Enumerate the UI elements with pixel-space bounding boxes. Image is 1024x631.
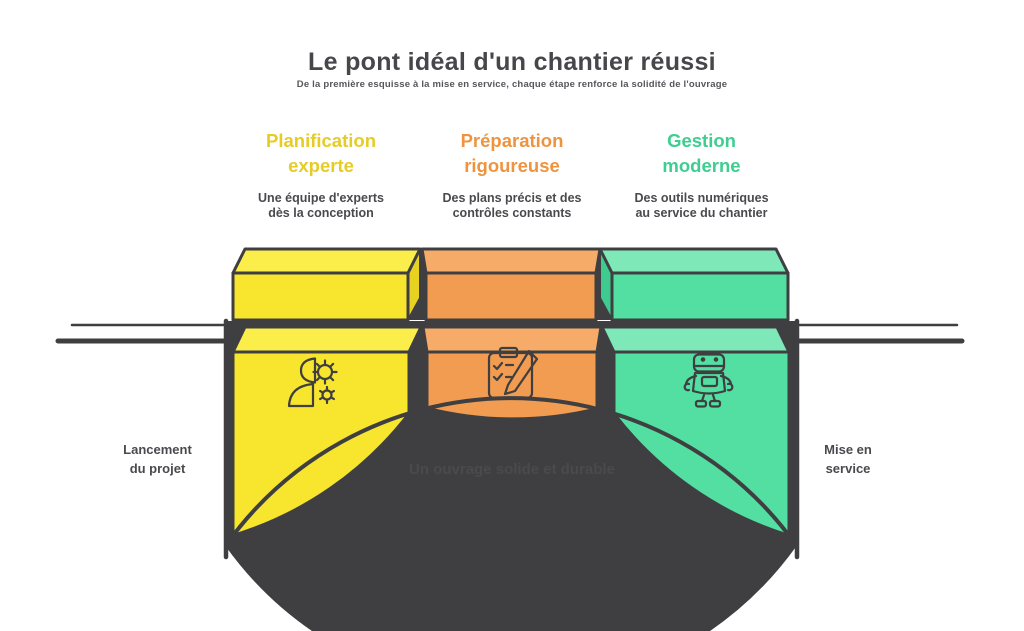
column-heading-line: experte xyxy=(288,155,354,176)
column-desc-line: Une équipe d'experts xyxy=(258,191,384,205)
orange-block-upper-top xyxy=(420,247,602,275)
column-management: Gestion moderne Des outils numériques au… xyxy=(604,128,799,220)
column-planning: Planification experte Une équipe d'exper… xyxy=(223,128,419,220)
clipboard-pencil-icon xyxy=(487,346,539,400)
column-heading-line: Gestion xyxy=(667,130,736,151)
column-desc-line: dès la conception xyxy=(268,205,374,220)
spacer xyxy=(604,178,799,191)
column-desc-line: Des outils numériques xyxy=(634,191,769,205)
orange-block-lower-front xyxy=(425,350,599,421)
yellow-block-upper-top xyxy=(231,247,422,275)
page-title: Le pont idéal d'un chantier réussi xyxy=(308,48,716,76)
spacer xyxy=(223,178,419,191)
green-block-upper-top xyxy=(598,247,790,275)
yellow-block-upper-front xyxy=(231,271,410,322)
spacer xyxy=(417,178,607,191)
column-desc-line: au service du chantier xyxy=(635,205,768,220)
green-block-lower-top xyxy=(600,325,791,354)
right-bank-label: Mise en service xyxy=(788,441,908,478)
left-bank-label-line: Lancement xyxy=(123,442,192,457)
column-heading-line: Planification xyxy=(266,130,376,151)
column-heading-line: rigoureuse xyxy=(464,155,560,176)
person-gears-icon xyxy=(287,357,338,408)
column-desc-line: contrôles constants xyxy=(452,205,572,220)
yellow-block-lower-top xyxy=(231,325,423,354)
left-bank-label: Lancement du projet xyxy=(95,441,220,478)
column-preparation: Préparation rigoureuse Des plans précis … xyxy=(417,128,607,220)
arch-caption: Un ouvrage solide et durable xyxy=(409,461,615,478)
bridge-piers xyxy=(223,318,800,560)
robot-icon xyxy=(683,353,734,408)
page-subtitle: De la première esquisse à la mise en ser… xyxy=(296,79,728,90)
left-bank-label-line: du projet xyxy=(129,460,186,476)
column-heading-line: Préparation xyxy=(460,130,564,151)
column-desc-line: Des plans précis et des xyxy=(442,191,582,205)
green-block-upper-front xyxy=(610,271,790,322)
bridge xyxy=(55,247,965,631)
right-bank-label-line: service xyxy=(825,460,871,476)
column-heading-line: moderne xyxy=(662,155,741,176)
right-bank-label-line: Mise en xyxy=(824,442,872,457)
orange-block-upper-front xyxy=(424,271,598,322)
